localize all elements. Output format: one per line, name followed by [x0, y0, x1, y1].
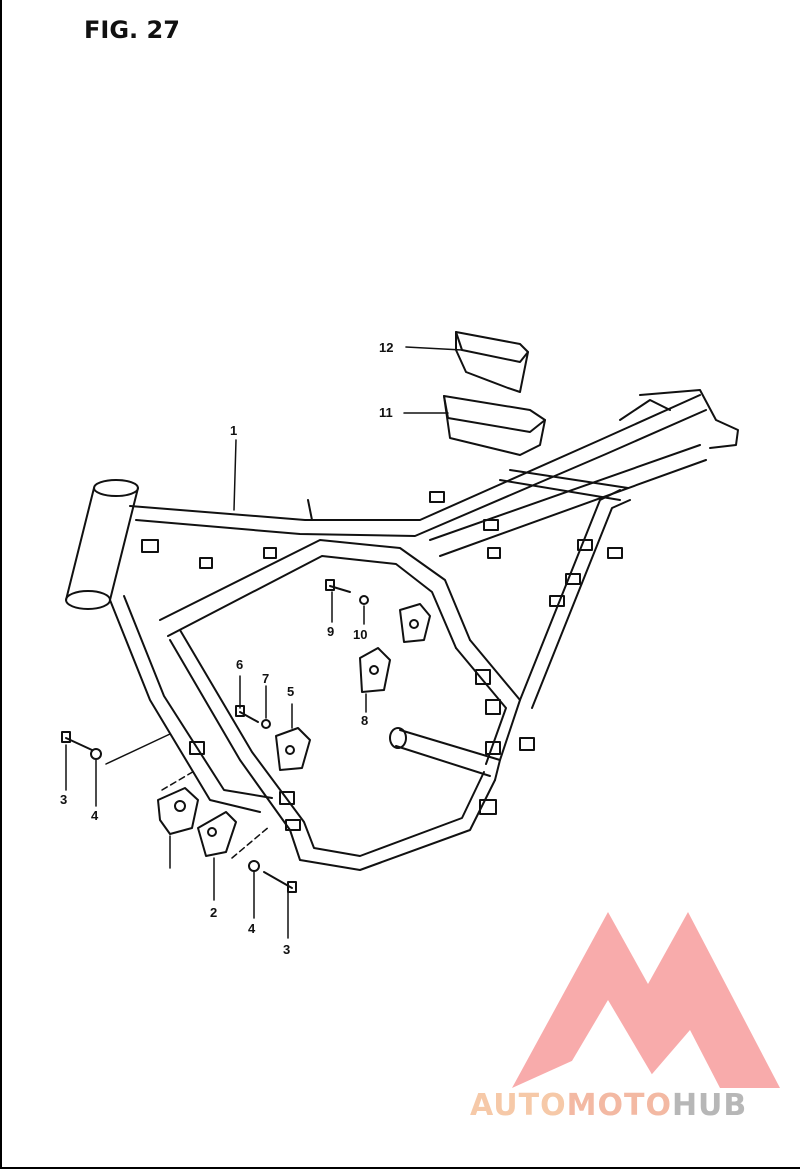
main-upper-rail	[129, 394, 707, 537]
callout-8: 8	[361, 713, 369, 728]
callout-7: 7	[262, 671, 270, 686]
battery-tray	[443, 395, 546, 456]
cradle-front-loop	[169, 629, 496, 871]
watermark-hub: HUB	[671, 1088, 748, 1123]
callout-5: 5	[287, 684, 295, 699]
bolts	[61, 579, 351, 893]
callout-4-bottom: 4	[248, 921, 256, 936]
callout-1: 1	[230, 423, 238, 438]
callout-3-bottom: 3	[283, 942, 291, 957]
battery-cover	[455, 331, 529, 393]
watermark-moto: MOTO	[566, 1088, 672, 1123]
leader-lines	[65, 346, 463, 939]
steering-head-tube	[65, 479, 139, 610]
figure-title: FIG. 27	[84, 16, 180, 44]
callout-9: 9	[327, 624, 335, 639]
engine-bracket-plates	[157, 603, 431, 857]
nuts	[90, 595, 369, 872]
callout-4-left: 4	[91, 808, 99, 823]
callout-12: 12	[379, 340, 394, 355]
callout-2: 2	[210, 905, 218, 920]
front-downtube	[109, 595, 273, 813]
watermark-logo	[512, 912, 780, 1088]
upper-cross-tube	[159, 539, 471, 649]
callout-10: 10	[353, 627, 368, 642]
frame-lugs	[141, 491, 623, 831]
watermark-auto: AUTO	[470, 1088, 567, 1123]
callout-6: 6	[236, 657, 244, 672]
callout-3-left: 3	[60, 792, 68, 807]
rear-section	[429, 389, 739, 781]
callout-11: 11	[379, 405, 393, 420]
lower-cross-tube	[389, 727, 501, 777]
watermark-text: AUTOMOTOHUB	[470, 1088, 747, 1123]
